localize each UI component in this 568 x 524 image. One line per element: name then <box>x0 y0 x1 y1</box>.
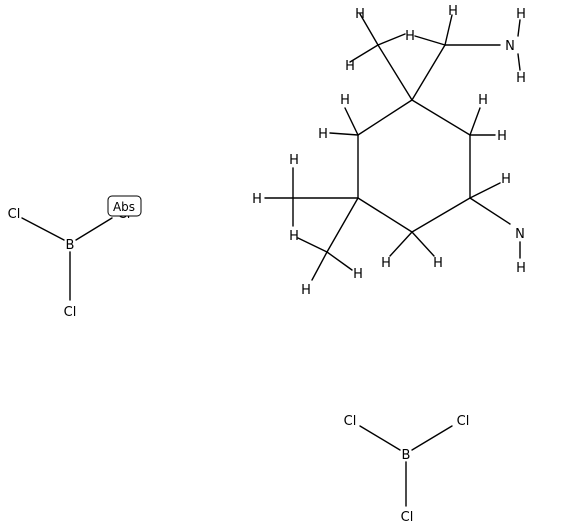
top-substituents <box>349 13 521 101</box>
boron-trichloride-left: Cl B Cl Cl Abs <box>8 195 142 320</box>
diamine-atom-labels: H H H H N H H H H H H H N H H H H H H H … <box>252 4 526 298</box>
h-bond <box>344 107 359 136</box>
atom-h: H <box>516 7 526 22</box>
h-bond <box>414 35 446 46</box>
atom-cl: Cl <box>401 510 414 524</box>
h-bond <box>469 107 481 136</box>
h-bond <box>377 33 406 46</box>
atom-h: H <box>353 267 363 282</box>
atom-cl: Cl <box>457 414 470 429</box>
atom-h: H <box>318 127 328 142</box>
atom-h: H <box>289 153 299 168</box>
h-bond <box>297 237 328 253</box>
atom-h: H <box>501 172 511 187</box>
methyl-bond <box>326 197 359 253</box>
abs-stereo-label: Abs <box>113 200 135 214</box>
atom-h: H <box>340 93 350 108</box>
atom-h: H <box>516 261 526 276</box>
atom-h: H <box>345 59 355 74</box>
atom-h: H <box>301 283 311 298</box>
h-bond <box>349 44 379 63</box>
h-bond <box>359 13 379 46</box>
h-bond <box>326 251 353 271</box>
gem-dimethyl-bonds <box>264 167 359 281</box>
ring-bond <box>411 197 471 233</box>
h-bond <box>469 182 501 199</box>
atom-h: H <box>497 129 507 144</box>
ring-bond <box>357 99 413 136</box>
h-bond <box>389 231 413 257</box>
atom-b: B <box>66 238 75 253</box>
atom-n: N <box>505 39 515 54</box>
boron-trichloride-right: Cl B Cl Cl <box>344 414 470 524</box>
atom-h: H <box>355 7 365 22</box>
atom-b: B <box>402 448 411 463</box>
b-cl-bond <box>411 425 453 451</box>
abs-stereo-badge <box>107 195 142 217</box>
ring-bonds <box>357 99 471 233</box>
atom-h: H <box>433 256 443 271</box>
atom-cl: Cl <box>344 414 357 429</box>
h-bond <box>329 132 359 136</box>
nh-bond <box>517 19 521 37</box>
atom-h: H <box>289 229 299 244</box>
atom-h: H <box>405 29 415 44</box>
b-cl-bond <box>21 217 65 241</box>
ring-bond <box>357 197 413 233</box>
atom-h: H <box>448 4 458 19</box>
atom-n: N <box>515 227 525 242</box>
nh-bond <box>517 53 521 71</box>
atom-cl: Cl <box>8 207 21 222</box>
atom-h: H <box>252 192 262 207</box>
b-cl-bond <box>359 425 401 451</box>
h-bond <box>444 14 453 46</box>
atom-cl: Cl <box>64 305 77 320</box>
ring-h-bonds <box>329 107 521 259</box>
ring-bond <box>411 99 471 136</box>
atom-h: H <box>381 256 391 271</box>
h-bond <box>311 251 328 281</box>
b-cl-bond <box>75 217 113 241</box>
ch2-bond <box>411 44 446 101</box>
atom-h: H <box>478 93 488 108</box>
c-n-bond <box>469 197 511 225</box>
methyl-bond <box>377 44 413 101</box>
atom-h: H <box>516 71 526 86</box>
h-bond <box>411 231 435 257</box>
